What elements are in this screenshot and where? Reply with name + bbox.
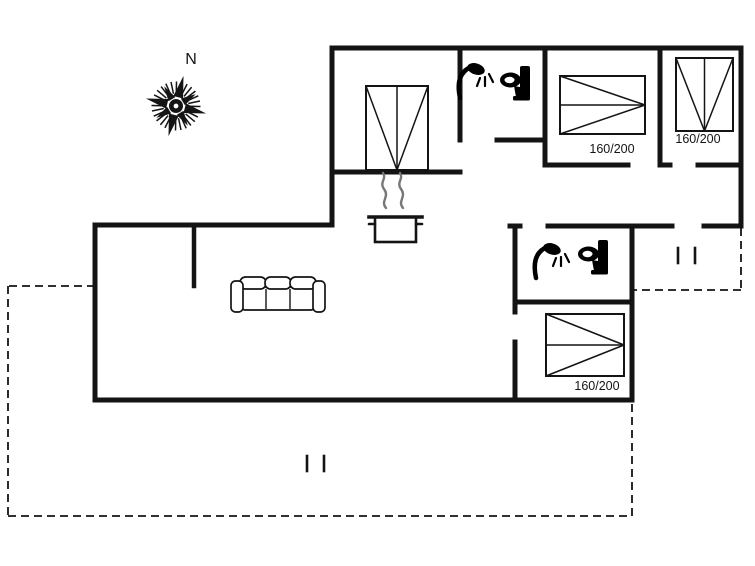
bed-size-label: 160/200 (574, 379, 619, 393)
compass-tick (151, 104, 164, 107)
toilet-tank (520, 66, 530, 93)
terrace-door-marker-bottom (305, 454, 326, 473)
bed-diagonal (675, 57, 706, 132)
compass-tick (180, 117, 187, 129)
compass-tick (182, 115, 192, 126)
compass-tick (185, 90, 196, 100)
bed-diagonal (545, 313, 625, 346)
bed-diagonal (559, 104, 646, 135)
compass-tick (177, 118, 182, 131)
toilet-tank (598, 240, 608, 267)
bed-size-label: 160/200 (675, 132, 720, 146)
compass-north-label: N (185, 51, 197, 68)
compass-tick (186, 110, 199, 118)
toilet-seat-hole (504, 76, 515, 84)
bed-diagonal (703, 57, 734, 132)
bed-diagonal (545, 344, 625, 377)
sofa-back-cushion (264, 276, 292, 290)
sofa-seat (241, 286, 315, 311)
compass-tick (178, 82, 183, 95)
compass-tick (170, 81, 175, 94)
double-bed-top-left (365, 85, 429, 171)
sofa-back-cushion (239, 276, 267, 290)
compass-tick (183, 86, 193, 97)
shower-head (467, 63, 485, 75)
spray-line (475, 76, 482, 88)
compass-tick (188, 105, 201, 108)
compass-tick (187, 95, 199, 102)
toilet-icon (500, 66, 530, 101)
bed-diagonal (396, 85, 429, 171)
toilet-icon (578, 240, 608, 275)
outer-walls (92, 45, 744, 403)
steam-line (381, 171, 388, 210)
compass-tick (151, 107, 164, 112)
spray-line (563, 252, 571, 264)
stove-pot-icon (367, 171, 424, 244)
compass-tick (185, 113, 196, 123)
sofa-back-cushion (289, 276, 317, 290)
sofa-icon (230, 276, 326, 313)
compass-tick (174, 118, 177, 131)
double-bed-top-right (675, 57, 734, 132)
toilet-base (591, 270, 608, 275)
bed-diagonal (365, 85, 398, 171)
toilet-seat-hole (582, 250, 593, 258)
compass-tick (153, 110, 165, 117)
compass-rose-icon (145, 75, 207, 137)
compass-tick (160, 86, 170, 97)
pot-body (373, 215, 418, 244)
interior-walls (191, 45, 744, 403)
double-bed-top-middle (559, 75, 646, 135)
double-bed-bottom-right (545, 313, 625, 377)
sofa-arm (230, 280, 244, 313)
bed-diagonal (559, 75, 646, 106)
compass-hub-center (173, 103, 179, 109)
compass-tick (180, 83, 188, 96)
compass-tick (169, 117, 174, 130)
compass: N (145, 51, 207, 137)
toilet-pedestal (514, 86, 530, 97)
compass-tick (159, 115, 169, 126)
spray-line (551, 256, 558, 268)
compass-tick (188, 100, 201, 105)
shower-icon (532, 243, 571, 281)
bed-size-label: 160/200 (589, 142, 634, 156)
toilet-base (513, 96, 530, 101)
compass-tick (175, 81, 178, 94)
compass-tick (156, 112, 167, 122)
spray-line (487, 72, 495, 84)
steam-line (398, 171, 405, 210)
compass-tick (165, 83, 172, 95)
sofa-arm (312, 280, 326, 313)
shower-icon (456, 63, 495, 101)
terrace-outlines (7, 228, 742, 517)
shower-head (543, 243, 561, 255)
compass-tick (164, 116, 172, 129)
compass-tick (156, 89, 167, 99)
terrace-door-marker-right (676, 246, 697, 265)
compass-tick (153, 94, 166, 102)
compass-tick (187, 108, 200, 113)
toilet-pedestal (592, 260, 608, 271)
compass-tick (152, 99, 165, 104)
